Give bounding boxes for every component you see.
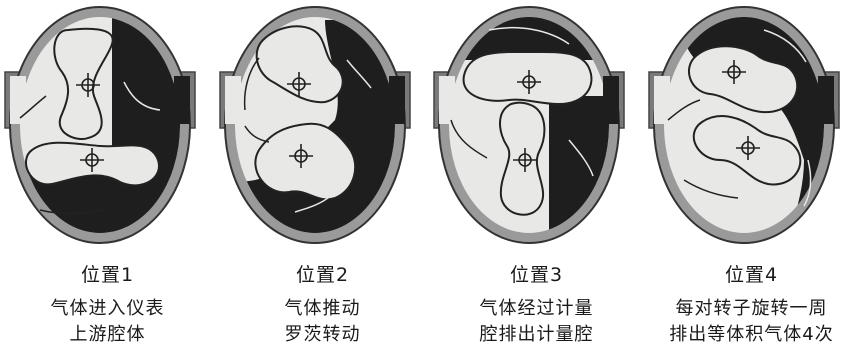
position-label: 位置2: [295, 264, 350, 286]
inlet-port: [10, 76, 26, 124]
description: 气体经过计量 腔排出计量腔: [479, 298, 594, 345]
outlet-port: [174, 76, 190, 124]
panel-position-3: 位置3 气体经过计量 腔排出计量腔: [429, 0, 644, 347]
flow-arrows-dark: [19, 95, 109, 215]
pump-illustration-3: [433, 6, 625, 244]
panel-position-2: 位置2 气体推动 罗茨转动: [215, 0, 430, 347]
pump-illustration-1: [4, 6, 196, 244]
flow-arrows-light: [123, 81, 161, 111]
upper-rotor: [53, 27, 114, 140]
position-label: 位置3: [509, 264, 564, 286]
description: 气体推动 罗茨转动: [284, 298, 361, 345]
position-label: 位置4: [724, 264, 779, 286]
panel-position-4: 位置4 每对转子旋转一周 排出等体积气体4次: [644, 0, 859, 347]
description: 气体进入仪表 上游腔体: [50, 298, 165, 345]
description: 每对转子旋转一周 排出等体积气体4次: [669, 298, 834, 345]
pump-illustration-2: [219, 6, 411, 244]
panel-position-1: 位置1 气体进入仪表 上游腔体: [0, 0, 215, 347]
pump-illustration-4: [648, 6, 840, 244]
position-label: 位置1: [80, 264, 135, 286]
